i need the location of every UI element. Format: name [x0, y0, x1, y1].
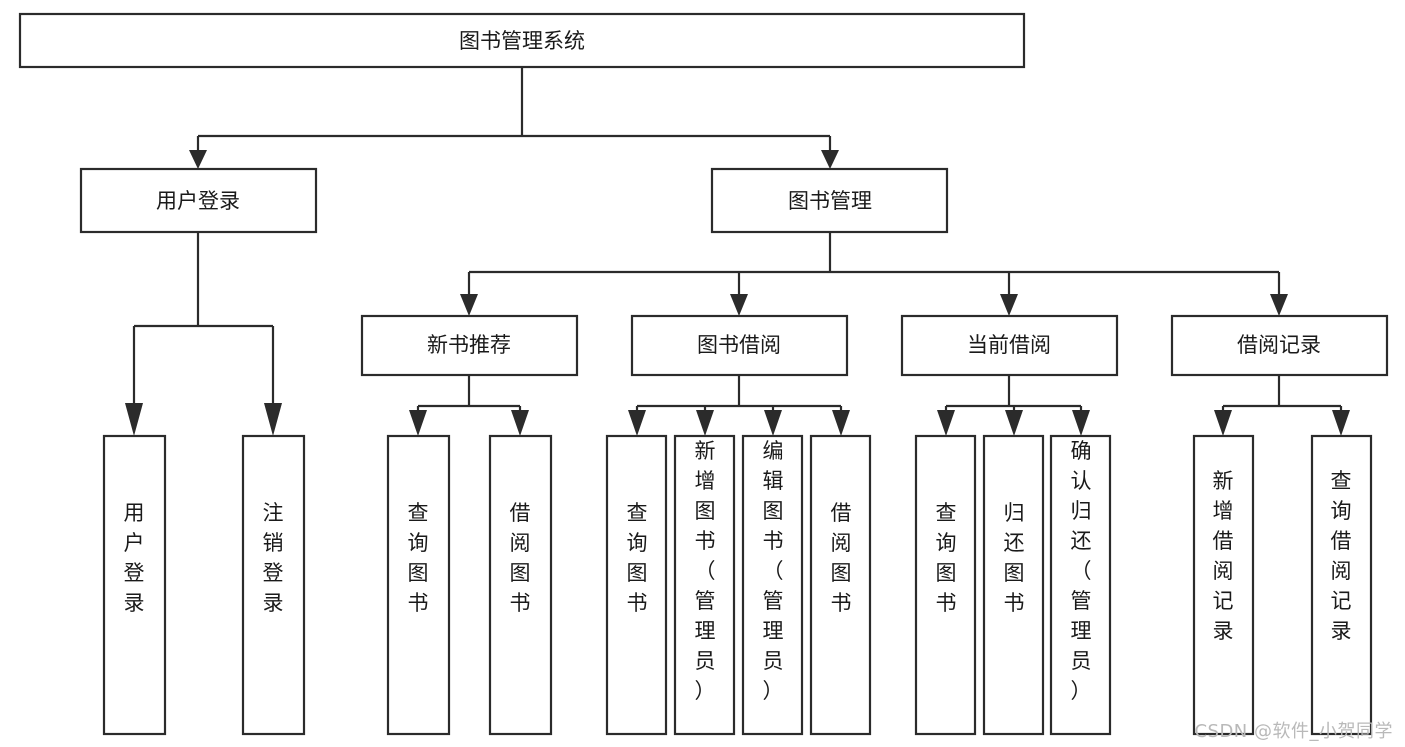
arrow-head-borrow-record — [1270, 294, 1288, 316]
node-book-borrow-box[interactable] — [630, 314, 849, 377]
node-leaf-query-book-1-label: 查询图书 — [408, 501, 429, 615]
node-leaf-return-book-box[interactable] — [982, 434, 1045, 736]
arrow-head-leaf-query-book-2 — [628, 410, 646, 436]
node-current-borrow-label: 当前借阅 — [967, 333, 1051, 357]
node-leaf-user-login-label: 用户登录 — [124, 501, 145, 615]
node-leaf-query-record-box[interactable] — [1310, 434, 1373, 736]
node-book-borrow[interactable]: 图书借阅 — [630, 314, 849, 377]
node-user-login-box[interactable] — [79, 167, 318, 234]
node-leaf-borrow-book-2-box[interactable] — [809, 434, 872, 736]
arrow-head-leaf-query-record — [1332, 410, 1350, 436]
node-leaf-add-record-label: 新增借阅记录 — [1213, 469, 1234, 643]
arrow-head-leaf-confirm-return — [1072, 410, 1090, 436]
node-book-manage[interactable]: 图书管理 — [710, 167, 949, 234]
arrow-head-current-borrow — [1000, 294, 1018, 316]
node-leaf-query-record-label: 查询借阅记录 — [1331, 469, 1352, 643]
node-user-login[interactable]: 用户登录 — [79, 167, 318, 234]
node-leaf-query-book-3-label: 查询图书 — [936, 501, 957, 615]
node-leaf-query-book-3-box[interactable] — [914, 434, 977, 736]
arrow-head-leaf-add-book — [696, 410, 714, 436]
arrow-head-leaf-return-book — [1005, 410, 1023, 436]
node-borrow-record-label: 借阅记录 — [1237, 333, 1321, 357]
node-leaf-add-record[interactable]: 新增借阅记录 — [1192, 434, 1255, 736]
node-leaf-edit-book[interactable]: 编辑图书（管理员） — [741, 434, 804, 736]
connector-group — [125, 67, 1350, 436]
node-leaf-user-login[interactable]: 用户登录 — [102, 434, 167, 736]
arrow-head-book-borrow — [730, 294, 748, 316]
node-leaf-user-logout-box[interactable] — [241, 434, 306, 736]
node-leaf-query-book-1-box[interactable] — [386, 434, 451, 736]
node-new-book-recommend[interactable]: 新书推荐 — [360, 314, 579, 377]
csdn-watermark: CSDN @软件_小贺同学 — [1194, 721, 1393, 742]
node-leaf-borrow-book-2[interactable]: 借阅图书 — [809, 434, 872, 736]
node-leaf-confirm-return-box[interactable] — [1049, 434, 1112, 736]
arrow-head-user-login — [189, 150, 207, 169]
node-leaf-add-book-label: 新增图书（管理员） — [695, 439, 716, 703]
node-current-borrow[interactable]: 当前借阅 — [900, 314, 1119, 377]
node-leaf-confirm-return[interactable]: 确认归还（管理员） — [1049, 434, 1112, 736]
arrow-head-leaf-add-record — [1214, 410, 1232, 436]
node-book-manage-box[interactable] — [710, 167, 949, 234]
node-leaf-add-book-box[interactable] — [673, 434, 736, 736]
node-borrow-record[interactable]: 借阅记录 — [1170, 314, 1389, 377]
node-leaf-add-book[interactable]: 新增图书（管理员） — [673, 434, 736, 736]
arrow-head-book-manage — [821, 150, 839, 169]
node-leaf-borrow-book-1-label: 借阅图书 — [510, 501, 531, 615]
node-leaf-confirm-return-label: 确认归还（管理员） — [1071, 439, 1092, 703]
arrow-head-leaf-user-login — [125, 403, 143, 436]
node-leaf-query-book-1[interactable]: 查询图书 — [386, 434, 451, 736]
node-root[interactable]: 图书管理系统 — [18, 12, 1026, 69]
node-leaf-borrow-book-1[interactable]: 借阅图书 — [488, 434, 553, 736]
node-leaf-user-login-box[interactable] — [102, 434, 167, 736]
node-new-book-recommend-label: 新书推荐 — [427, 333, 511, 357]
node-leaf-borrow-book-2-label: 借阅图书 — [831, 501, 852, 615]
node-leaf-borrow-book-1-box[interactable] — [488, 434, 553, 736]
node-leaf-query-record[interactable]: 查询借阅记录 — [1310, 434, 1373, 736]
arrow-head-leaf-edit-book — [764, 410, 782, 436]
node-leaf-user-logout-label: 注销登录 — [263, 501, 284, 615]
node-leaf-return-book[interactable]: 归还图书 — [982, 434, 1045, 736]
node-leaf-query-book-2-label: 查询图书 — [627, 501, 648, 615]
arrow-head-leaf-query-book-3 — [937, 410, 955, 436]
node-new-book-recommend-box[interactable] — [360, 314, 579, 377]
node-leaf-query-book-3[interactable]: 查询图书 — [914, 434, 977, 736]
node-leaf-return-book-label: 归还图书 — [1004, 501, 1025, 615]
node-leaf-query-book-2-box[interactable] — [605, 434, 668, 736]
node-borrow-record-box[interactable] — [1170, 314, 1389, 377]
node-book-manage-label: 图书管理 — [788, 189, 872, 213]
arrow-head-new-book-recommend — [460, 294, 478, 316]
node-leaf-add-record-box[interactable] — [1192, 434, 1255, 736]
node-leaf-user-logout[interactable]: 注销登录 — [241, 434, 306, 736]
node-leaf-query-book-2[interactable]: 查询图书 — [605, 434, 668, 736]
arrow-head-leaf-borrow-book-1 — [511, 410, 529, 436]
node-book-borrow-label: 图书借阅 — [697, 333, 781, 357]
node-root-label: 图书管理系统 — [459, 29, 585, 53]
arrow-head-leaf-borrow-book-2 — [832, 410, 850, 436]
node-root-box[interactable] — [18, 12, 1026, 69]
node-current-borrow-box[interactable] — [900, 314, 1119, 377]
node-leaf-edit-book-box[interactable] — [741, 434, 804, 736]
arrow-head-leaf-query-book-1 — [409, 410, 427, 436]
node-user-login-label: 用户登录 — [156, 189, 240, 213]
node-leaf-edit-book-label: 编辑图书（管理员） — [763, 439, 784, 703]
arrow-head-leaf-user-logout — [264, 403, 282, 436]
